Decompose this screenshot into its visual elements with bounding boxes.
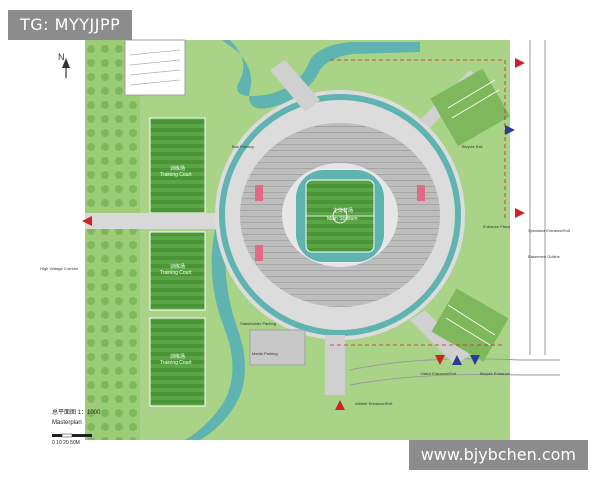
site-boundary: [330, 59, 506, 346]
label-training-cn: 训练场: [170, 263, 185, 270]
vip-block: [255, 185, 263, 201]
bicycle-stripes: [445, 79, 500, 346]
access-road: [325, 335, 345, 395]
label-entrance-plaza: Entrance Plaza: [483, 224, 511, 229]
scale-text: 0 10 20 50M: [52, 440, 80, 446]
visitor-arrow: [435, 355, 445, 365]
label-visitor-entrance: Visitor Entrance/Exit: [420, 371, 457, 376]
parking-lot: [124, 39, 186, 96]
pitch-center-circle: [332, 208, 348, 224]
label-basement-outline: Basement Outline: [528, 254, 561, 259]
training-court: [149, 231, 206, 311]
label-training-cn: 训练场: [170, 353, 185, 360]
label-training-en: Training Court: [160, 360, 192, 366]
label-spectator-entrance: Spectator Entrance/Exit: [528, 228, 571, 233]
label-training-en: Training Court: [160, 270, 192, 276]
label-main-stadium-cn: 主体育场: [333, 207, 353, 214]
label-bicycle-exit: Bicycle Exit: [462, 144, 483, 149]
label-training-en: Training Court: [160, 172, 192, 178]
ancillary-building: [249, 329, 306, 366]
tree-belt: [85, 40, 140, 440]
label-high-voltage: High Voltage Corridor: [40, 266, 79, 271]
vip-block: [417, 185, 425, 201]
masterplan-title-en: Masterplan: [52, 420, 82, 426]
label-athlete-entrance: Athlete Entrance/Exit: [355, 401, 393, 406]
label-bicycle-entrance: Bicycle Entrance: [480, 371, 511, 376]
outer-moat: [219, 94, 461, 336]
label-bus-parking: Bus Parking: [232, 144, 254, 149]
label-stakeholder-parking: Stakeholder Parking: [240, 321, 276, 326]
road-curve: [349, 373, 560, 386]
bicycle-arrow: [452, 355, 462, 365]
watermark-top-left: TG: MYYJJPP: [8, 10, 133, 40]
north-arrow: N: [58, 52, 70, 78]
north-label: N: [58, 52, 65, 62]
entrance-bridge: [85, 213, 235, 229]
label-training-cn: 训练场: [170, 165, 185, 172]
left-entrance-arrow: [82, 216, 92, 226]
bicycle-arrow: [470, 355, 480, 365]
athlete-arrow: [335, 400, 345, 410]
river: [222, 40, 420, 109]
bicycle-arrow: [505, 125, 515, 135]
urban-edge: [510, 40, 565, 440]
training-court: [149, 117, 206, 214]
access-road: [270, 60, 320, 112]
spectator-arrow: [515, 208, 525, 218]
watermark-bottom-right: www.bjybchen.com: [408, 440, 588, 470]
masterplan-title-cn: 总平面图 1：1000: [52, 408, 101, 416]
access-road: [410, 310, 470, 365]
vip-block: [255, 245, 263, 261]
parking-stalls: [129, 49, 181, 86]
road-curve: [349, 358, 560, 371]
label-media-parking: Media Parking: [252, 351, 278, 356]
training-court: [149, 317, 206, 407]
spectator-arrow: [515, 58, 525, 68]
river: [185, 230, 245, 440]
scale-bar: [52, 433, 92, 438]
label-main-stadium-en: Main Stadium: [327, 216, 358, 222]
